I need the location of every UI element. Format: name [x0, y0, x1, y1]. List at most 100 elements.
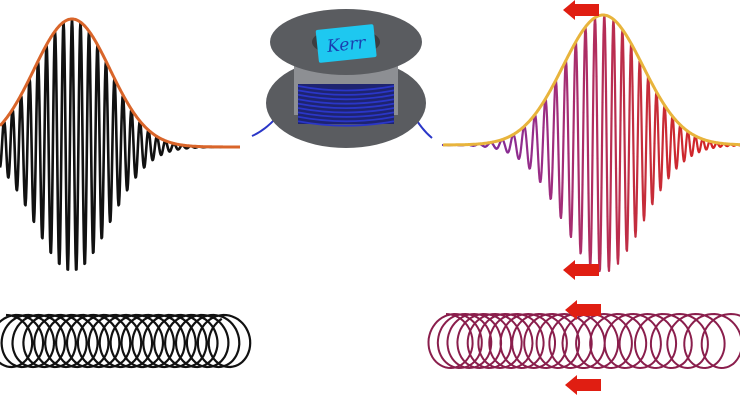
chirp-segment — [644, 125, 648, 155]
chirp-segment — [575, 70, 579, 100]
chirp-segment — [657, 160, 661, 178]
chirp-segment — [632, 185, 636, 215]
chirp-segment — [616, 253, 620, 265]
chirp-segment — [591, 113, 595, 157]
arrow-shape — [563, 0, 599, 20]
chirp-segment — [673, 153, 677, 164]
chirp-segment — [622, 61, 626, 97]
chirp-segment — [656, 106, 660, 126]
chirp-segment — [619, 81, 623, 122]
output-pulse — [441, 0, 740, 280]
chirp-segment — [668, 157, 672, 171]
chirp-segment — [604, 90, 608, 136]
chirp-segment — [624, 206, 628, 236]
kerr-tag: Kerr — [315, 24, 377, 63]
chirp-segment — [601, 33, 605, 66]
chirp-segment — [587, 225, 591, 252]
chirp-segment — [667, 168, 671, 178]
chirp-segment — [552, 98, 556, 117]
chirp-segment — [542, 105, 546, 118]
chirp-segment — [649, 152, 653, 177]
chirp-segment — [599, 186, 603, 227]
chirp-segment — [566, 124, 570, 155]
chirp-segment — [649, 174, 653, 194]
chirp-segment — [586, 114, 590, 157]
chirp-segment — [576, 97, 580, 133]
chirp-segment — [536, 153, 540, 166]
chirp-segment — [619, 51, 623, 84]
chirp-segment — [614, 167, 618, 209]
chirp-segment — [661, 117, 665, 134]
chirp-segment — [623, 133, 627, 175]
chirp-segment — [577, 196, 581, 226]
chirp-segment — [665, 140, 669, 157]
chirp-segment — [597, 232, 601, 260]
chirp-segment — [557, 153, 561, 177]
chirp-segment — [592, 23, 596, 47]
chirp-segment — [556, 112, 560, 135]
chirp-segment — [636, 122, 640, 158]
chirp-segment — [608, 236, 612, 262]
chirp-segment — [609, 117, 613, 163]
chirp-segment — [612, 27, 616, 53]
chirp-segment — [630, 45, 634, 63]
chirp-segment — [547, 172, 551, 188]
chirp-segment — [669, 123, 673, 136]
chirp-segment — [585, 79, 589, 118]
chirp-segment — [556, 132, 560, 156]
input-pulse-carrier — [0, 17, 241, 271]
chirp-segment — [634, 212, 638, 232]
chirp-segment — [668, 145, 672, 160]
chirp-segment — [530, 147, 534, 157]
chirp-segment — [581, 111, 585, 151]
chirp-segment — [655, 95, 659, 109]
chirp-segment — [610, 44, 614, 80]
chirp-segment — [628, 54, 632, 80]
chirp-segment — [640, 117, 644, 150]
chirp-segment — [562, 89, 566, 114]
arrow-shape — [563, 260, 599, 280]
chirp-segment — [542, 114, 546, 129]
chirp-segment — [605, 132, 609, 179]
chirp-segment — [613, 50, 617, 87]
chirp-segment — [580, 183, 584, 217]
chirp-segment — [545, 105, 549, 119]
chirp-segment — [540, 162, 544, 174]
chirp-segment — [568, 203, 572, 225]
chirp-segment — [557, 174, 561, 195]
chirp-segment — [652, 142, 656, 166]
chirp-segment — [553, 86, 557, 101]
chirp-segment — [630, 59, 634, 88]
chirp-segment — [615, 206, 619, 240]
chirp-segment — [552, 113, 556, 134]
fiber-turn — [297, 115, 395, 123]
chirp-segment — [641, 175, 645, 201]
chirp-segment — [657, 142, 661, 163]
chirp-segment — [631, 85, 635, 120]
chirp-segment — [584, 32, 588, 53]
chirp-segment — [600, 144, 604, 189]
chirp-segment — [576, 129, 580, 167]
chirp-segment — [677, 133, 681, 145]
chirp-segment — [591, 74, 595, 116]
chirp-segment — [662, 107, 666, 120]
chirp-segment — [567, 152, 571, 182]
fiber-turn — [297, 107, 395, 114]
chirp-segment — [599, 223, 603, 255]
chirp-segment — [558, 192, 562, 209]
chirp-segment — [607, 259, 611, 272]
fiber-winding — [297, 84, 395, 127]
chirp-segment — [653, 121, 657, 145]
chirp-segment — [590, 154, 594, 196]
chirp-segment — [664, 126, 668, 143]
chirp-segment — [656, 123, 660, 145]
chirp-segment — [639, 90, 643, 121]
chirp-segment — [640, 147, 644, 178]
chirp-segment — [571, 162, 575, 193]
chirp-segment — [595, 114, 599, 160]
chirp-segment — [546, 128, 550, 146]
fiber-turn — [297, 89, 395, 96]
chirp-segment — [631, 117, 635, 155]
chirp-segment — [579, 237, 583, 253]
chirp-segment — [545, 115, 549, 132]
